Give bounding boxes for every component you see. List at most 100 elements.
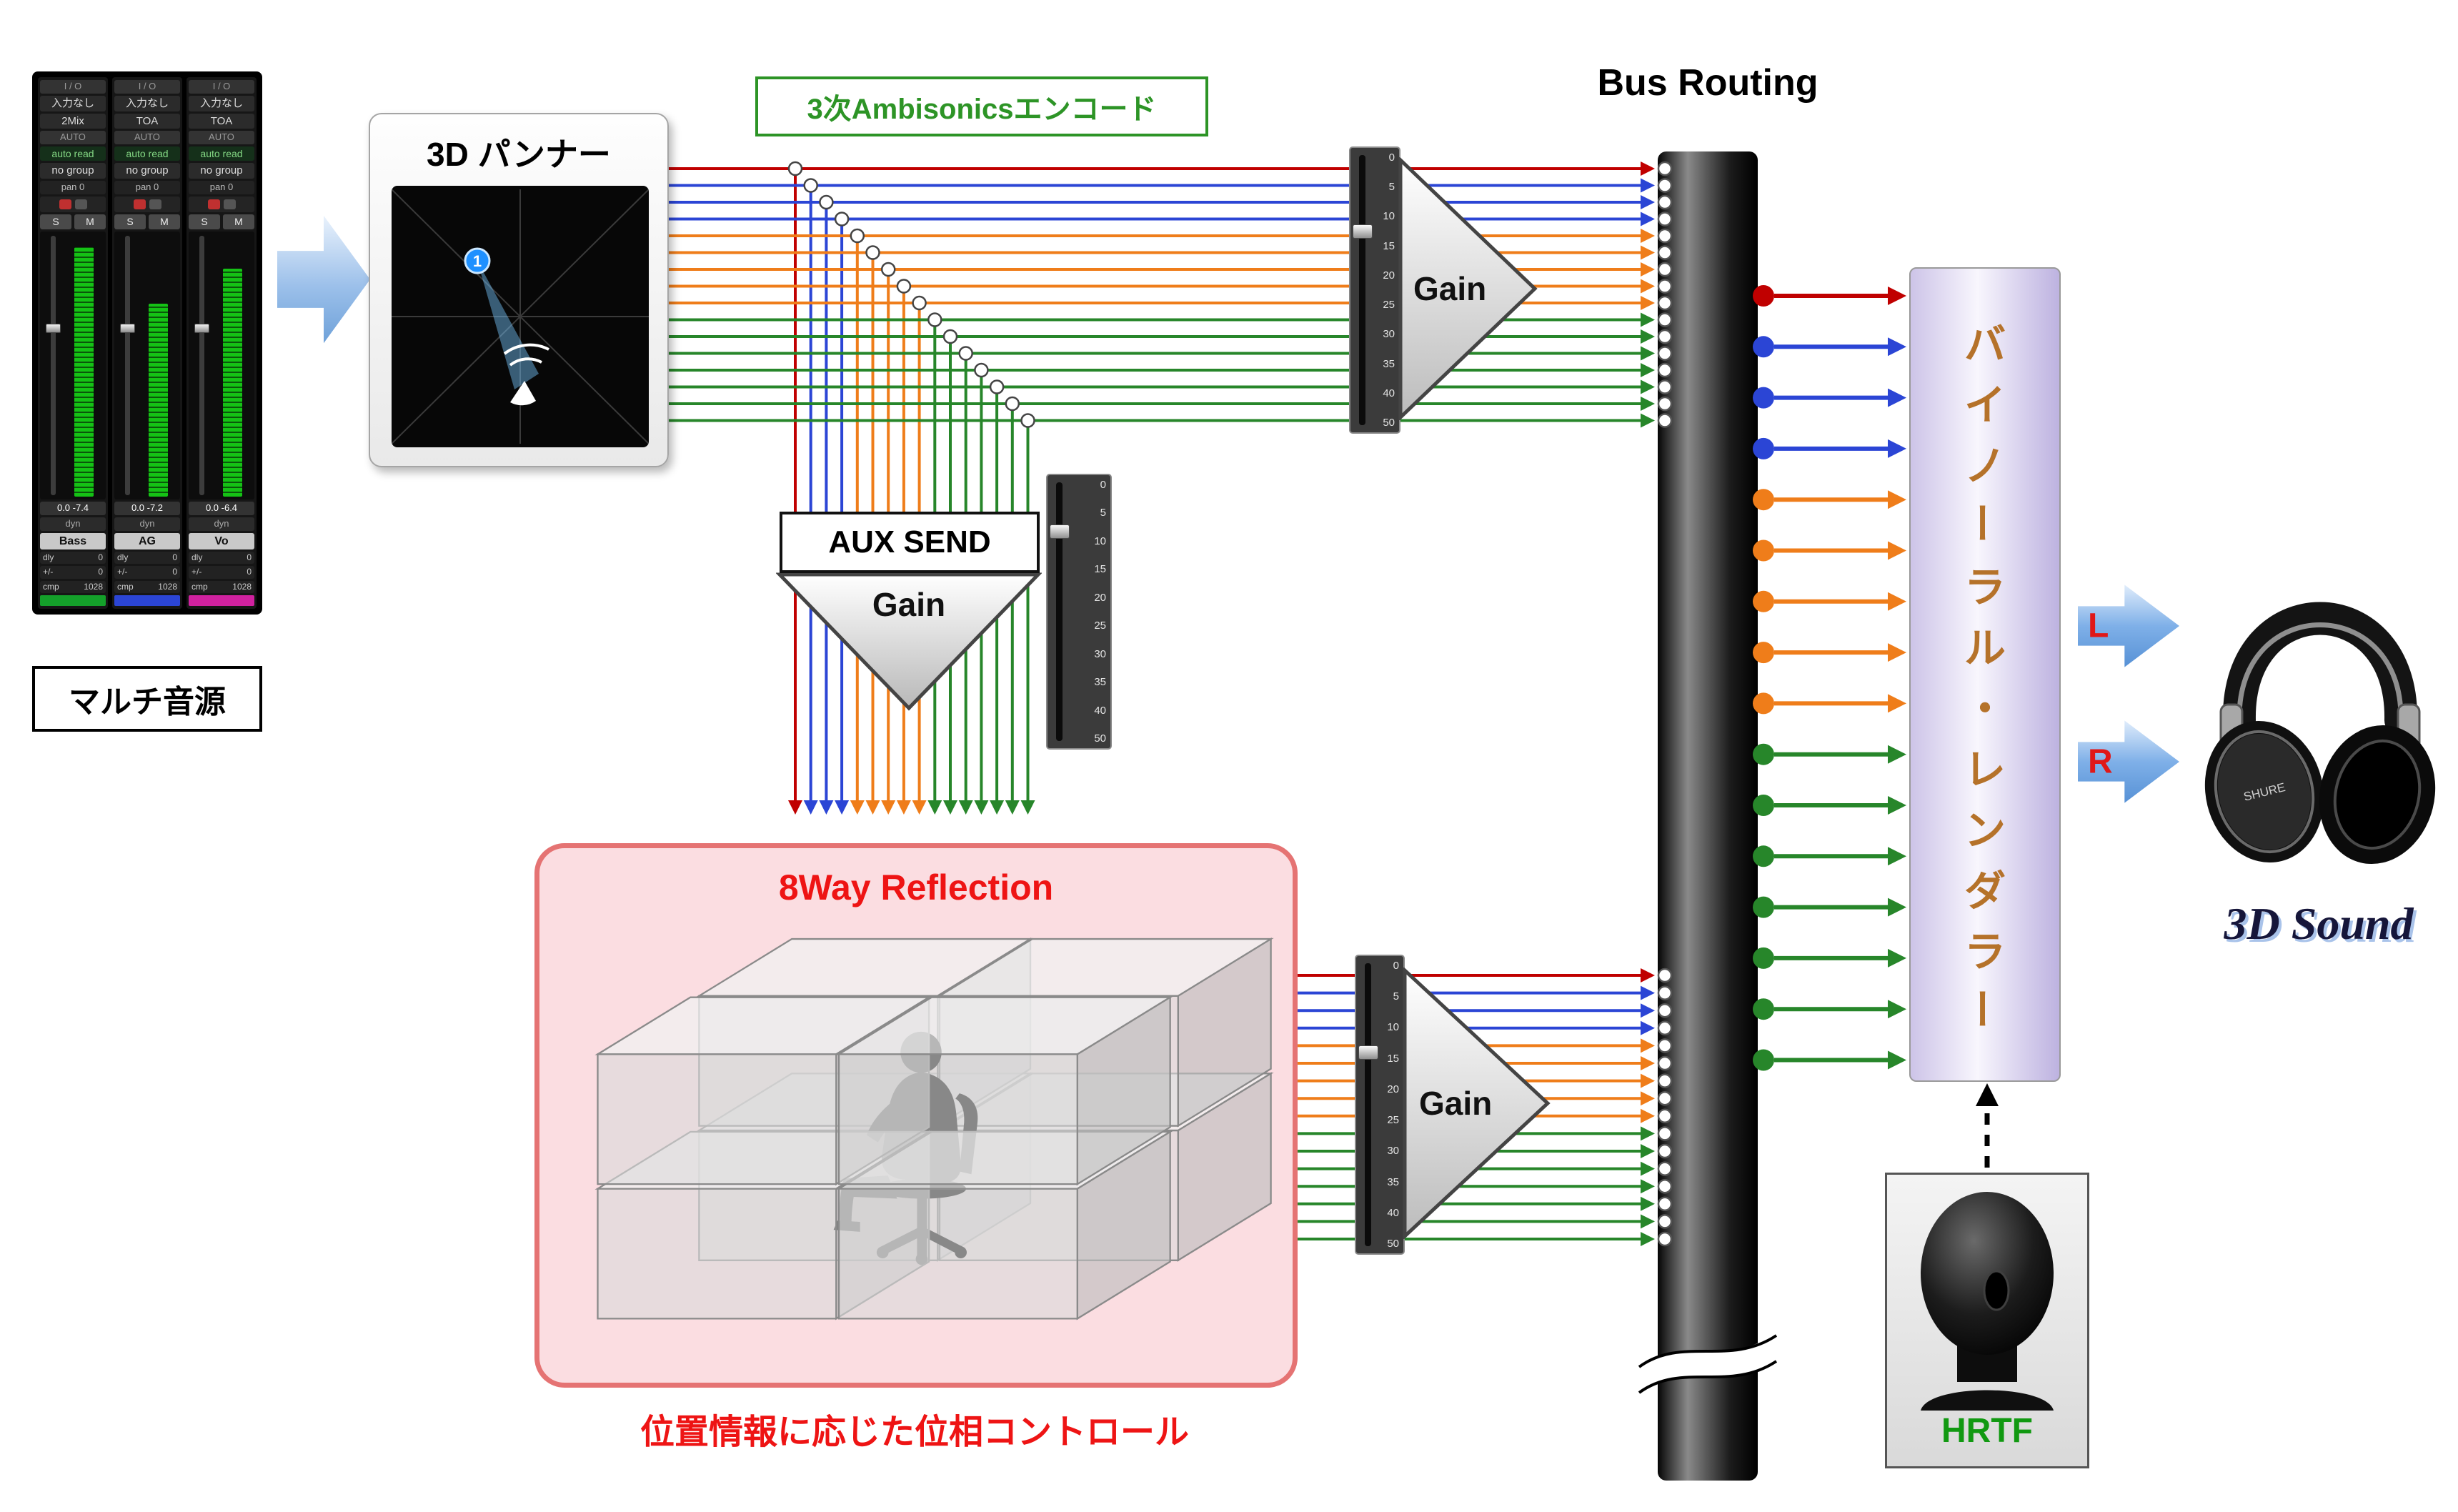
binaural-renderer-label: バイノーラル・レンダラー [1958, 310, 2006, 1039]
left-channel-letter: L [2088, 607, 2109, 645]
input-select[interactable]: 入力なし [189, 95, 254, 111]
arrowhead-right [1641, 1196, 1655, 1211]
arrowhead-down [819, 800, 834, 815]
panner-display[interactable]: 1 [392, 186, 649, 447]
solo-button[interactable]: S [189, 214, 220, 230]
pan-source-dot[interactable] [464, 247, 491, 274]
meter-area [189, 232, 254, 499]
record-button[interactable] [59, 199, 71, 210]
arrowhead-right [1641, 1144, 1655, 1158]
renderer-label-char: ン [1964, 807, 2006, 854]
left-output-arrow: L [2078, 585, 2179, 667]
level-meter [222, 269, 243, 497]
meter-area [40, 232, 106, 499]
mute-button[interactable]: M [74, 214, 106, 230]
panner-box: 3D パンナー 1 [369, 113, 669, 467]
node-circle [850, 228, 865, 244]
channel-color-strip [40, 595, 106, 606]
arrowhead-down [803, 800, 818, 815]
automation-mode[interactable]: auto read [114, 146, 180, 161]
reflection-title: 8Way Reflection [778, 867, 1054, 907]
fader-knob[interactable] [1353, 224, 1373, 239]
solo-button[interactable]: S [114, 214, 146, 230]
arrowhead-right [1641, 1108, 1655, 1123]
dyn-row[interactable]: dyn [114, 517, 180, 531]
right-ear-cup [2319, 725, 2436, 865]
arrowhead-right [1641, 1003, 1655, 1018]
node-circle [896, 279, 912, 294]
renderer-label-char: レ [1964, 746, 2006, 793]
fader-knob[interactable] [1050, 524, 1070, 539]
reflection-surface [837, 1188, 1078, 1320]
renderer-label-char: ・ [1964, 685, 2006, 732]
node-circle [880, 262, 896, 277]
output-bus-select[interactable]: 2Mix [40, 113, 106, 129]
input-monitor-button[interactable] [223, 199, 236, 210]
node-circle [912, 295, 927, 311]
arrowhead-right [1888, 694, 1906, 713]
bus-routing-title: Bus Routing [1597, 62, 1818, 104]
panner-title: 3D パンナー [427, 136, 611, 173]
input-select[interactable]: 入力なし [40, 95, 106, 111]
arrowhead-right [1888, 897, 1906, 917]
channel-fader-knob[interactable] [194, 324, 209, 334]
solo-button[interactable]: S [40, 214, 71, 230]
group-select[interactable]: no group [189, 163, 254, 179]
mute-button[interactable]: M [223, 214, 254, 230]
arrowhead-right [1641, 329, 1655, 344]
listener-icon [503, 343, 549, 406]
dyn-row[interactable]: dyn [40, 517, 106, 531]
sound-caption: 3D Sound [2224, 898, 2414, 949]
channel-fader[interactable] [119, 236, 135, 495]
arrowhead-right [1641, 363, 1655, 377]
node-circle [974, 362, 989, 378]
input-select[interactable]: 入力なし [114, 95, 180, 111]
arrowhead-right [1641, 397, 1655, 411]
renderer-label-char: ラ [1964, 928, 2006, 975]
channel-fader-knob[interactable] [45, 324, 61, 334]
dyn-row[interactable]: dyn [189, 517, 254, 531]
io-header: I / O [189, 80, 254, 94]
fader-slot [1365, 963, 1371, 1246]
auto-header: AUTO [189, 131, 254, 145]
channel-name: Bass [40, 532, 106, 549]
mute-button[interactable]: M [149, 214, 180, 230]
arrowhead-right [1641, 279, 1655, 294]
automation-mode[interactable]: auto read [40, 146, 106, 161]
fader-knob[interactable] [1358, 1045, 1378, 1060]
renderer-label-char: ノ [1964, 442, 2006, 489]
arrowhead-right [1641, 1038, 1655, 1053]
record-button[interactable] [133, 199, 146, 210]
multi-source-label: マルチ音源 [32, 666, 262, 732]
record-button[interactable] [207, 199, 220, 210]
arrowhead-right [1641, 1214, 1655, 1229]
arrowhead-right [1641, 346, 1655, 361]
reflection-surface [597, 1188, 837, 1320]
group-select[interactable]: no group [40, 163, 106, 179]
aux-send-box: AUX SEND [780, 512, 1040, 573]
channel-fader-knob[interactable] [119, 324, 135, 334]
pan-control[interactable]: pan 0 [40, 181, 106, 195]
reflection-surface [597, 1053, 837, 1185]
channel-fader[interactable] [194, 236, 209, 495]
output-bus-select[interactable]: TOA [189, 113, 254, 129]
channel-fader[interactable] [45, 236, 61, 495]
node-circle [865, 245, 880, 260]
automation-mode[interactable]: auto read [189, 146, 254, 161]
pan-control[interactable]: pan 0 [189, 181, 254, 195]
group-select[interactable]: no group [114, 163, 180, 179]
input-monitor-button[interactable] [149, 199, 161, 210]
input-monitor-button[interactable] [74, 199, 87, 210]
pan-control[interactable]: pan 0 [114, 181, 180, 195]
arrowhead-right [1888, 439, 1906, 458]
plusminus-row: +/-0 [114, 566, 180, 579]
arrowhead-right [1888, 541, 1906, 560]
output-bus-select[interactable]: TOA [114, 113, 180, 129]
io-header: I / O [40, 80, 106, 94]
level-meter [148, 304, 169, 497]
renderer-label-char: ー [1957, 988, 2004, 1030]
